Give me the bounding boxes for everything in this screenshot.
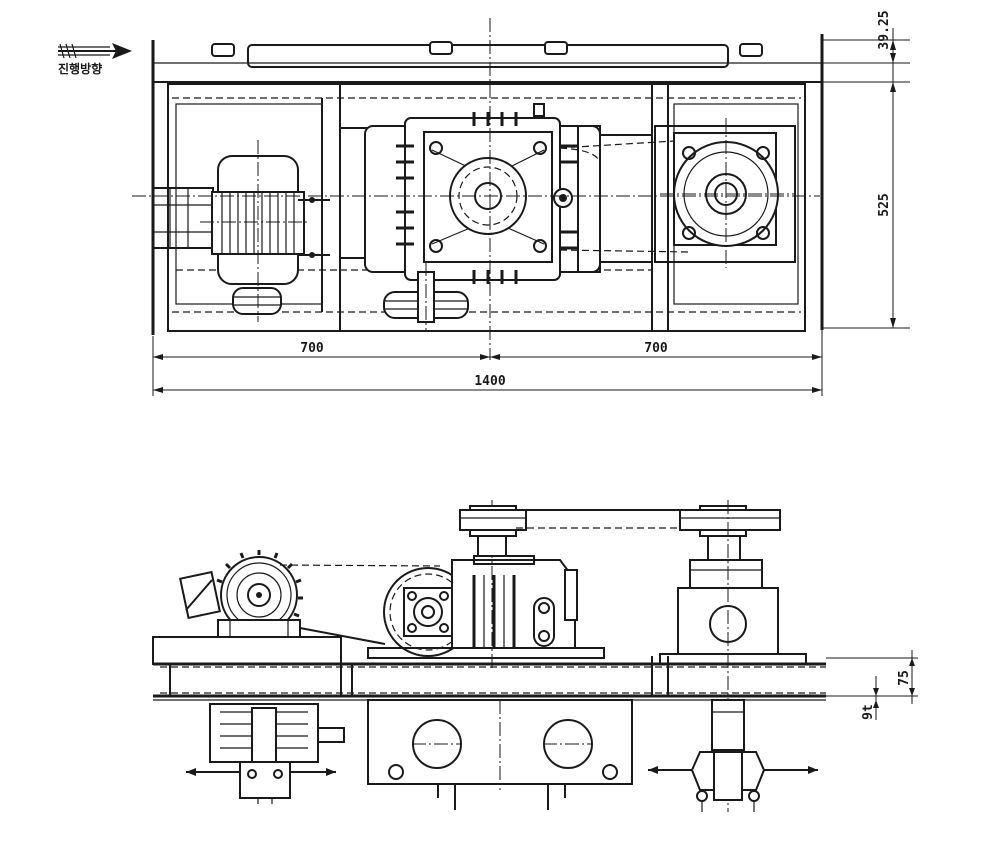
side-dimensions	[826, 650, 918, 720]
dim-frame-height: 75	[897, 670, 912, 686]
reducer-sprocket	[459, 505, 527, 557]
top-rail	[153, 41, 822, 83]
dim-flange: 9t	[861, 704, 876, 720]
reducer-side	[367, 500, 605, 668]
lower-right-unit	[648, 699, 818, 812]
motor-side	[179, 550, 441, 645]
bearing-side	[677, 500, 781, 812]
dim-overall	[153, 387, 822, 393]
dim-width	[822, 28, 910, 329]
dim-left-half: 700	[300, 341, 324, 356]
direction-arrow	[58, 43, 132, 59]
chain-link	[559, 147, 601, 166]
reducer-top	[339, 103, 652, 330]
lower-left-unit	[186, 703, 345, 804]
motor-base	[152, 187, 214, 249]
top-view: 진행방향	[58, 10, 910, 396]
dim-rail-offset: 39.25	[877, 10, 892, 49]
direction-label: 진행방향	[58, 61, 102, 76]
motor-top	[200, 140, 330, 322]
dim-overall-length: 1400	[474, 374, 505, 389]
dim-halves	[152, 330, 823, 396]
bearing-top	[654, 118, 796, 268]
dim-overall-width: 525	[877, 193, 892, 216]
lower-housing	[367, 699, 633, 810]
side-view: 75 9t	[152, 500, 918, 812]
dim-right-half: 700	[644, 341, 668, 356]
